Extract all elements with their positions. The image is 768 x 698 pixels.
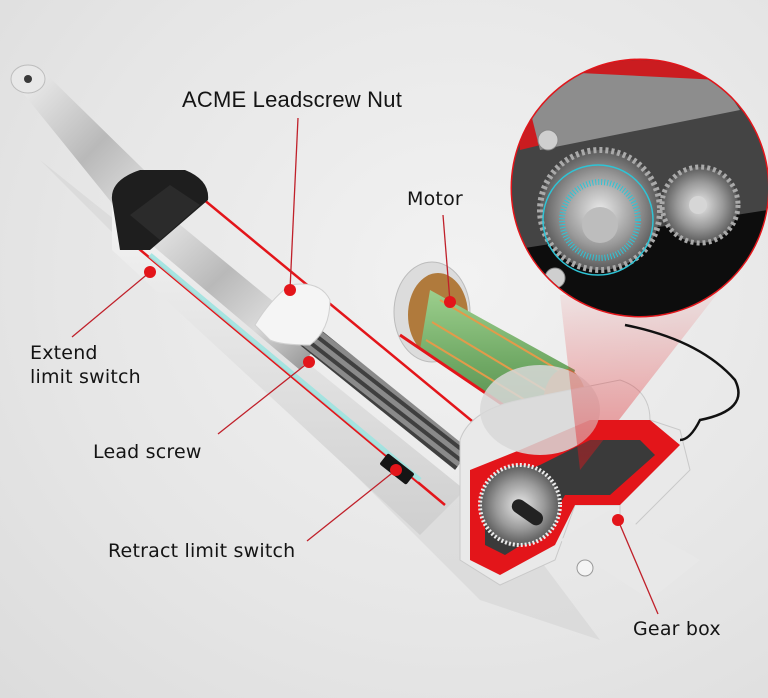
callout-dot-acme [284,284,296,296]
callout-line-extend [71,271,151,338]
callout-dot-retract [390,464,402,476]
rod-hole-icon [24,75,32,83]
callout-line-retract [306,469,397,542]
gearbox [459,365,700,600]
callout-dot-motor [444,296,456,308]
label-motor: Motor [407,188,463,210]
zoom-beam [560,290,720,470]
motor-cable [624,323,740,442]
label-extend-switch: Extend limit switch [30,341,141,389]
gear-detail-zoom [510,58,768,318]
lead-screw [275,305,470,470]
callout-dot-extend [144,266,156,278]
label-extend-line2: limit switch [30,366,141,388]
label-lead-screw: Lead screw [93,441,202,463]
label-gear-box: Gear box [633,618,721,640]
callout-line-gear [617,519,659,615]
housing-tube [111,170,496,535]
callout-line-acme [289,117,299,291]
label-extend-line1: Extend [30,342,98,364]
callout-lines [71,117,659,615]
callout-line-motor [442,214,451,303]
label-retract-switch: Retract limit switch [108,540,296,562]
callout-line-lead [217,361,310,435]
label-acme-nut: ACME Leadscrew Nut [182,87,403,112]
callout-dot-lead [303,356,315,368]
callout-dot-gear [612,514,624,526]
acme-nut [254,283,331,346]
callout-dots [144,266,624,526]
